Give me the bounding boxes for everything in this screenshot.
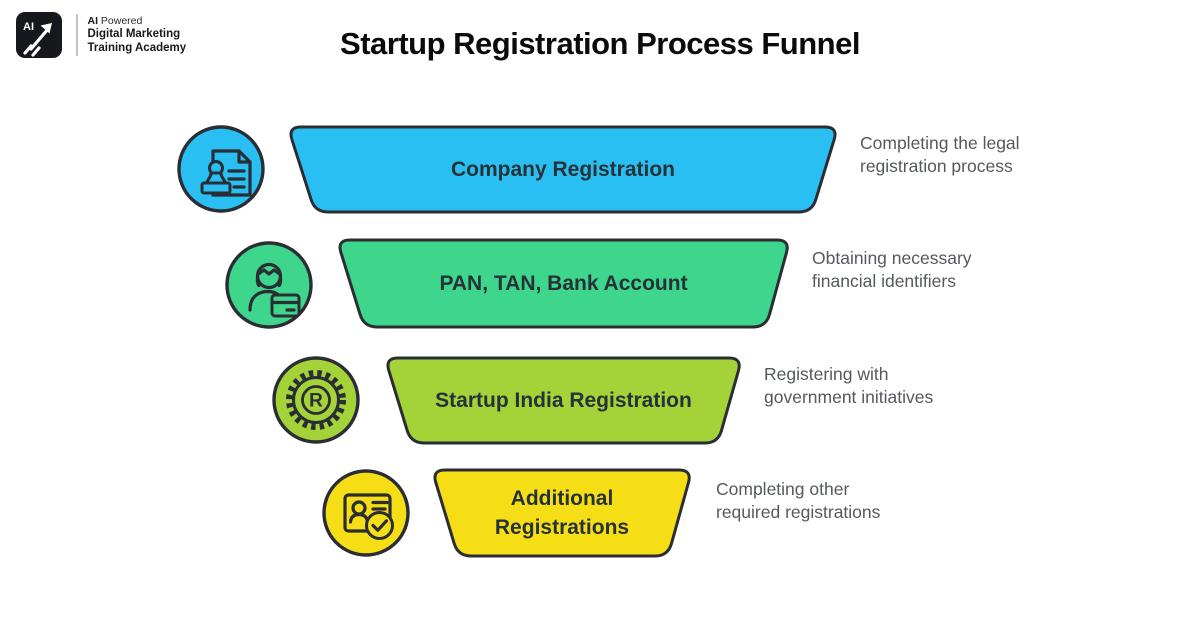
stage-label-1: Company Registration [288,127,838,212]
gear-registered-icon: R [272,356,360,444]
brand-divider [76,14,78,56]
stage-label-4-text: Additional Registrations [494,487,630,539]
brand-line-2: Digital Marketing [87,28,181,40]
funnel-band-4 [433,468,691,558]
page-title: Startup Registration Process Funnel [340,26,860,61]
funnel-band-1 [289,125,837,214]
registered-letter: R [309,391,323,412]
check-circle [365,511,394,540]
id-card-check-icon [322,469,410,557]
gear-teeth [286,370,346,430]
stage-description-4: Completing other required registrations [716,479,881,522]
stage-label-1-text: Company Registration [450,158,676,181]
stage-label-3: Startup India Registration [385,358,742,443]
stamp-glyph [200,160,232,195]
brand-tagline-rest: Powered [98,15,143,27]
stage-label-4: Additional Registrations [432,470,692,556]
document-stamp-icon [177,125,265,213]
stage-label-2: PAN, TAN, Bank Account [337,240,790,327]
stage-description-1: Completing the legal registration proces… [860,133,1020,176]
brand-logo-icon: AI [16,12,62,58]
person-card-icon [225,241,313,329]
stage-label-2-text: PAN, TAN, Bank Account [439,272,688,295]
funnel-band-2 [338,238,789,329]
stage-label-3-text: Startup India Registration [435,389,692,412]
funnel-band-3 [386,356,741,445]
brand-text: AI Powered Digital Marketing Training Ac… [88,15,187,55]
brand-line-3: Training Academy [87,41,187,54]
brand-tagline-bold: AI [87,15,99,27]
stage-description-2: Obtaining necessary financial identifier… [812,248,972,291]
check-mark [371,519,389,532]
logo-monogram: AI [23,21,34,33]
brand-tagline: AI Powered [88,15,187,28]
bank-card-glyph [270,293,301,318]
arrow-head [40,23,52,34]
brand-block: AI AI Powered Digital Marketing Training… [16,12,186,58]
stage-description-3: Registering with government initiatives [764,364,934,407]
